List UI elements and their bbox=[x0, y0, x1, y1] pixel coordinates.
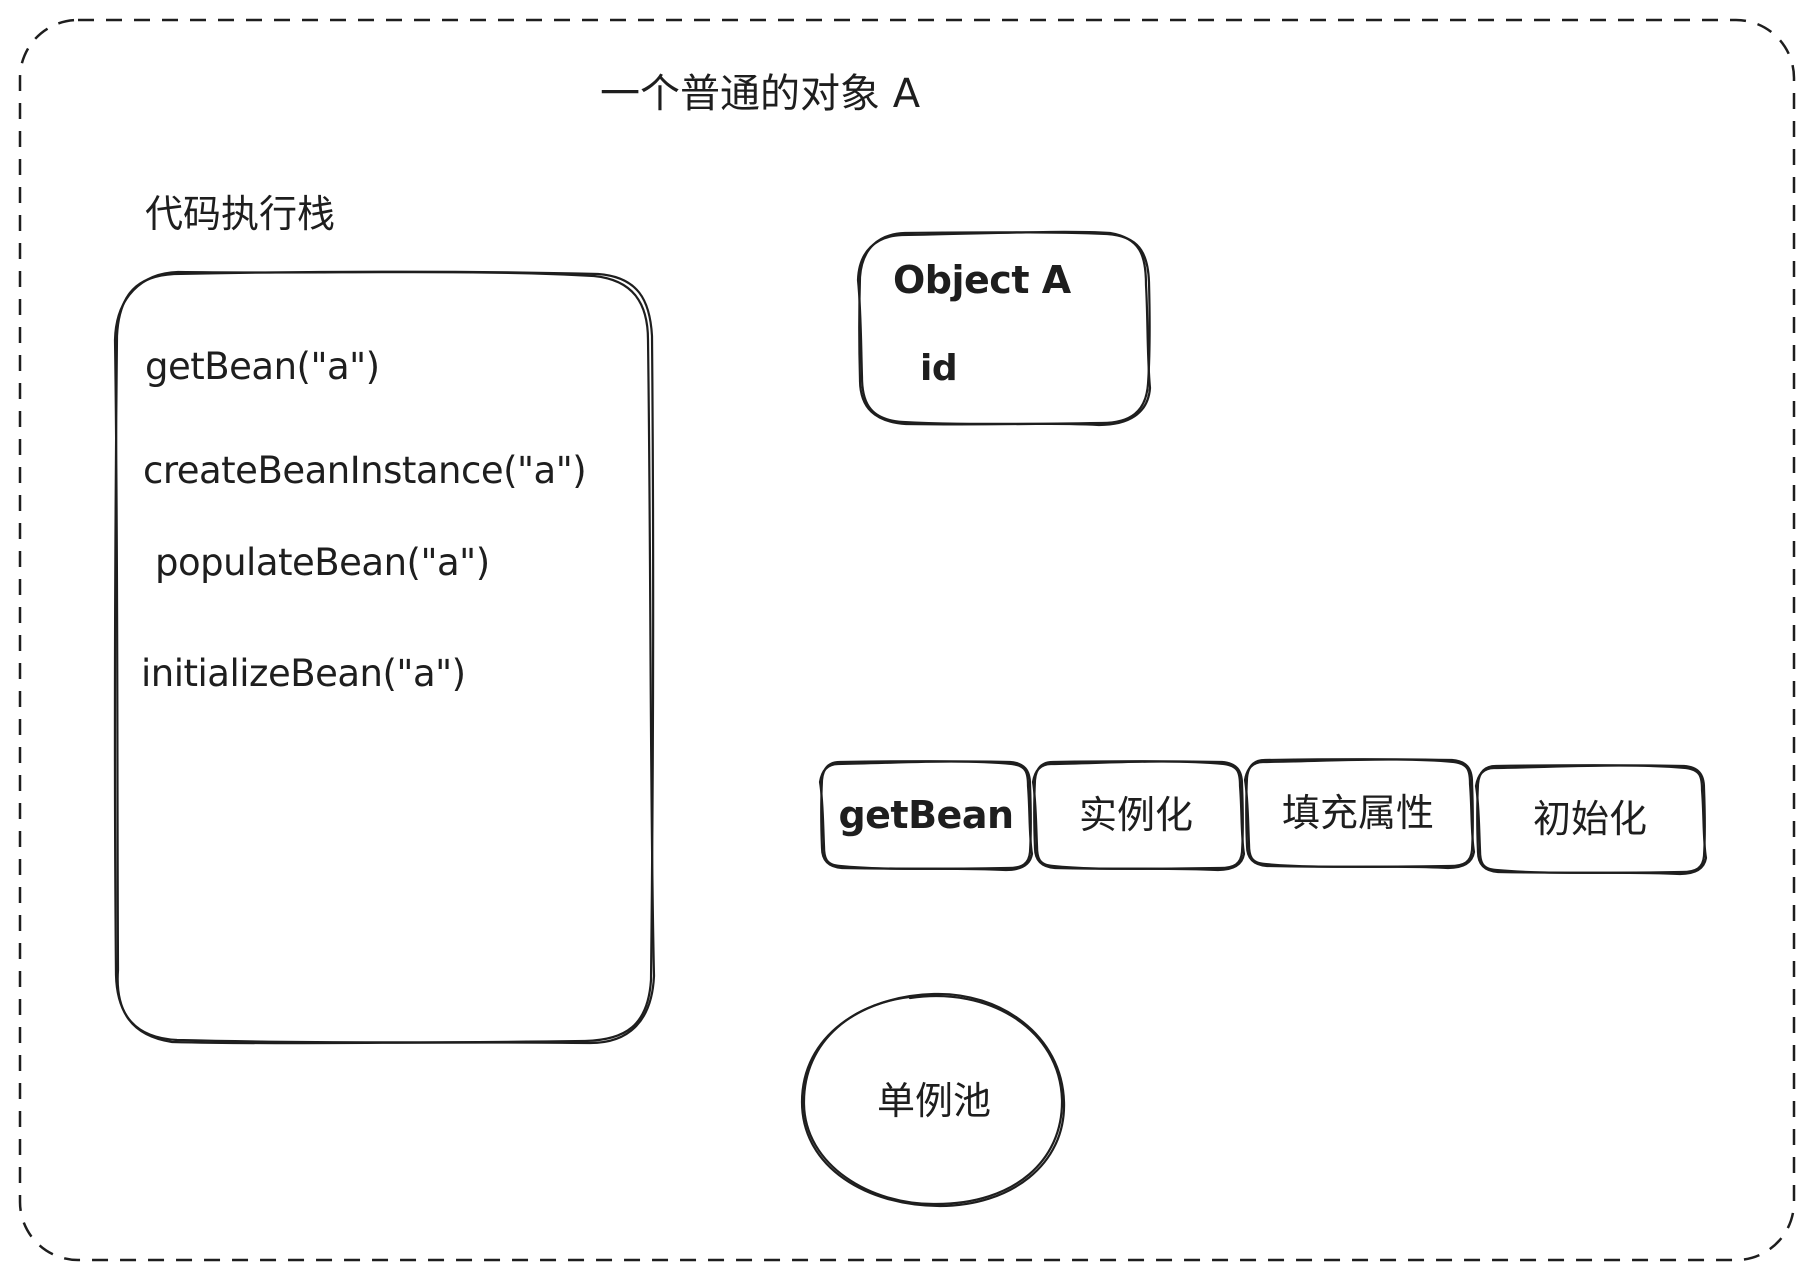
step-box-0 bbox=[818, 760, 1034, 872]
object-field-id: id bbox=[920, 348, 958, 389]
page-title: 一个普通的对象 A bbox=[600, 71, 921, 117]
step-getbean: getBean bbox=[838, 793, 1014, 837]
step-populate-properties: 填充属性 bbox=[1281, 791, 1434, 835]
stack-call-getbean: getBean("a") bbox=[145, 345, 380, 388]
object-box bbox=[856, 230, 1152, 427]
step-initialize: 初始化 bbox=[1532, 797, 1647, 841]
step-box-2 bbox=[1243, 758, 1476, 870]
outer-frame bbox=[18, 18, 1796, 1262]
singleton-pool-circle bbox=[800, 992, 1066, 1208]
step-box-1 bbox=[1031, 760, 1246, 872]
stack-call-createbeaninstance: createBeanInstance("a") bbox=[143, 449, 587, 492]
stack-label: 代码执行栈 bbox=[145, 192, 336, 236]
step-box-3 bbox=[1474, 764, 1708, 876]
step-instantiate: 实例化 bbox=[1078, 793, 1193, 837]
singleton-pool-label: 单例池 bbox=[876, 1079, 991, 1123]
stack-box bbox=[113, 270, 656, 1045]
object-title: Object A bbox=[893, 258, 1071, 302]
stack-call-populatebean: populateBean("a") bbox=[155, 541, 490, 584]
stack-call-initializebean: initializeBean("a") bbox=[141, 652, 466, 695]
